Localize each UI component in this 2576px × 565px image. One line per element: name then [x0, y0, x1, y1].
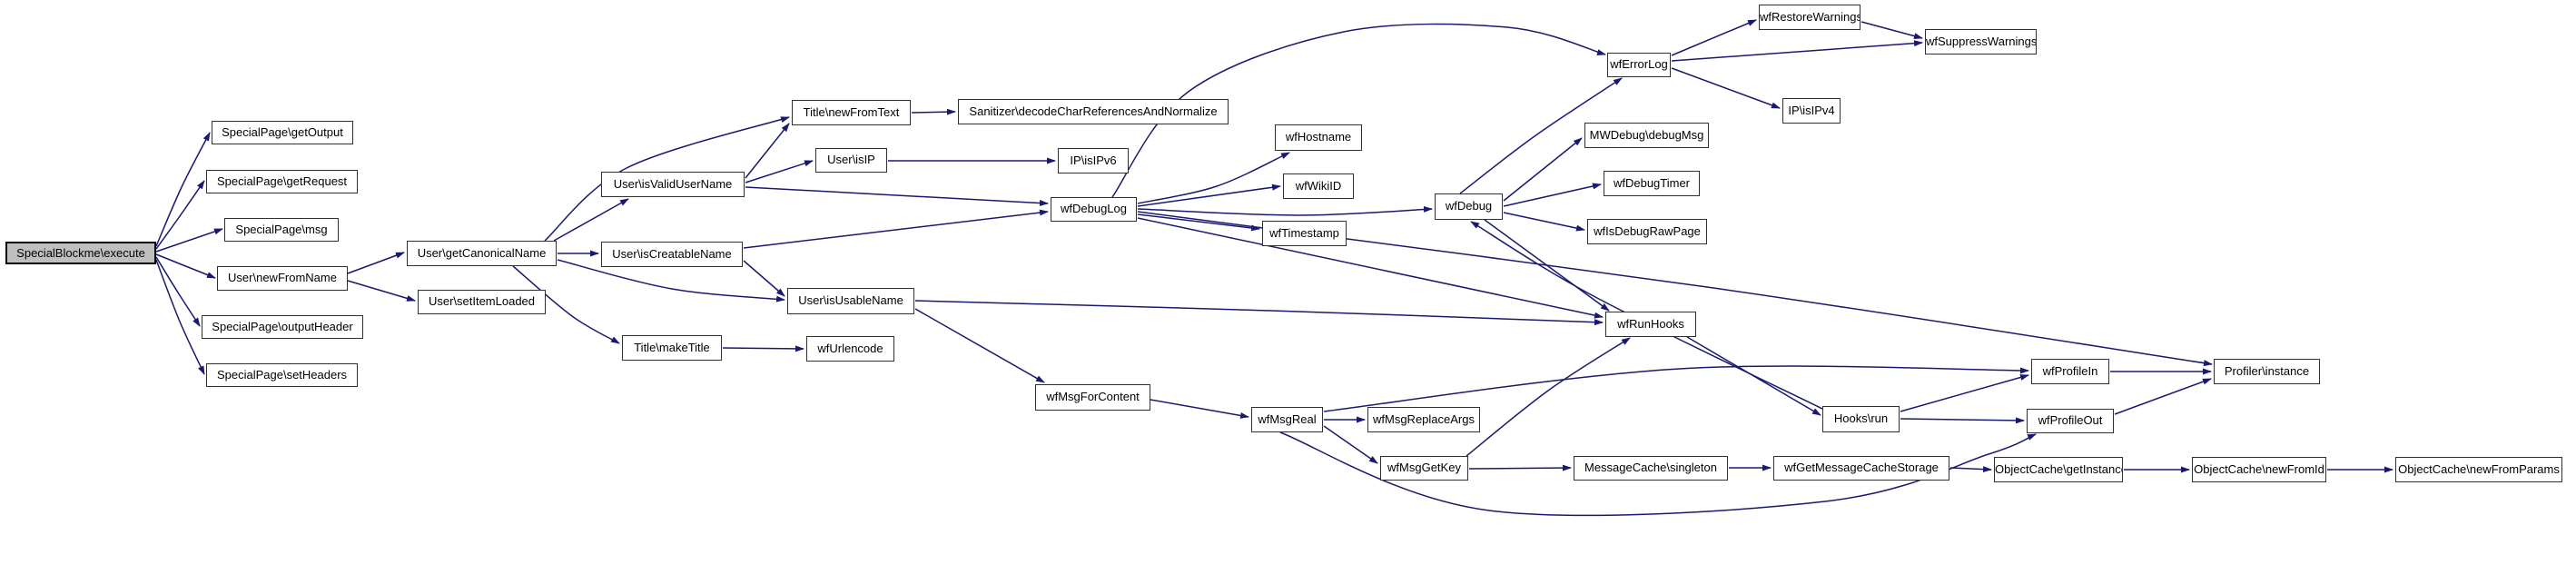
- edge-execute-newFromName: [155, 253, 216, 279]
- edge-hooksRun-profileOut: [1900, 417, 2025, 424]
- edge-msgForContent-msgReal: [1150, 399, 1249, 419]
- edge-newFromName-setItemLoaded: [347, 280, 416, 302]
- edge-debugLog-wikiID: [1137, 183, 1281, 207]
- graph-node-objectCacheNewFromParams[interactable]: ObjectCache\newFromParams: [2395, 457, 2562, 482]
- edge-debug-runHooks: [1484, 219, 1610, 312]
- graph-node-isIPv4[interactable]: IP\isIPv4: [1782, 98, 1841, 124]
- edge-msgReal-msgGetKey: [1323, 425, 1378, 464]
- graph-node-hostname[interactable]: wfHostname: [1275, 124, 1362, 151]
- graph-node-objectCacheGetInstance[interactable]: ObjectCache\getInstance: [1994, 457, 2123, 482]
- graph-node-makeTitle[interactable]: Title\makeTitle: [622, 335, 722, 361]
- graph-node-getCanonicalName[interactable]: User\getCanonicalName: [407, 241, 557, 266]
- graph-node-msgForContent[interactable]: wfMsgForContent: [1035, 384, 1150, 411]
- graph-node-debugLog[interactable]: wfDebugLog: [1051, 197, 1137, 222]
- edge-newFromText-sanitizer: [911, 108, 956, 115]
- graph-node-isDebugRawPage[interactable]: wfIsDebugRawPage: [1587, 219, 1707, 244]
- edge-isCreatableName-isUsableName: [743, 260, 785, 297]
- edge-execute-getOutput: [155, 132, 211, 247]
- graph-node-sanitizer[interactable]: Sanitizer\decodeCharReferencesAndNormali…: [958, 99, 1229, 124]
- edge-isValidUserName-debugLog: [745, 186, 1049, 207]
- edge-execute-msg: [155, 228, 223, 253]
- graph-node-newFromName[interactable]: User\newFromName: [217, 266, 348, 291]
- edge-hooksRun-profileIn: [1900, 374, 2029, 412]
- edge-newFromName-getCanonicalName: [347, 252, 405, 274]
- edge-group: [155, 19, 2393, 517]
- edge-isUsableName-msgForContent: [914, 308, 1045, 383]
- graph-node-isValidUserName[interactable]: User\isValidUserName: [601, 172, 745, 197]
- edge-execute-setHeaders: [155, 259, 205, 375]
- graph-node-execute[interactable]: SpecialBlockme\execute: [5, 242, 156, 264]
- graph-node-outputHeader[interactable]: SpecialPage\outputHeader: [202, 315, 363, 339]
- graph-node-hooksRun[interactable]: Hooks\run: [1822, 406, 1900, 432]
- edge-msgGetKey-runHooks: [1466, 337, 1631, 457]
- edge-isValidUserName-isIP: [745, 160, 814, 183]
- edge-debugLog-debug: [1137, 205, 1433, 216]
- edge-getCanonicalName-newFromText: [544, 116, 790, 242]
- graph-node-newFromText[interactable]: Title\newFromText: [792, 100, 911, 125]
- graph-node-setHeaders[interactable]: SpecialPage\setHeaders: [206, 363, 358, 387]
- edge-getMessageCacheStorage-objectCacheGetInstance: [1949, 466, 1992, 473]
- edge-isValidUserName-newFromText: [745, 123, 790, 179]
- graph-node-timestamp[interactable]: wfTimestamp: [1262, 221, 1347, 246]
- graph-node-getRequest[interactable]: SpecialPage\getRequest: [206, 170, 358, 193]
- edge-errorLog-suppressWarnings: [1671, 40, 1923, 62]
- edge-debug-mwdebugMsg: [1503, 137, 1583, 202]
- graph-node-objectCacheNewFromId[interactable]: ObjectCache\newFromId: [2192, 457, 2326, 482]
- graph-node-debugTimer[interactable]: wfDebugTimer: [1604, 171, 1700, 196]
- edge-execute-getRequest: [155, 180, 205, 250]
- graph-node-urlencode[interactable]: wfUrlencode: [806, 336, 894, 362]
- graph-node-getOutput[interactable]: SpecialPage\getOutput: [212, 121, 353, 144]
- edge-execute-outputHeader: [155, 256, 201, 327]
- edge-debugLog-hostname: [1137, 152, 1290, 204]
- graph-node-isIP[interactable]: User\isIP: [815, 148, 887, 173]
- graph-node-messageCacheSingleton[interactable]: MessageCache\singleton: [1574, 456, 1728, 481]
- edge-isUsableName-runHooks: [914, 300, 1604, 326]
- edge-hooksRun-debug: [1470, 221, 1823, 410]
- graph-node-msg[interactable]: SpecialPage\msg: [224, 218, 339, 242]
- edge-debug-debugTimer: [1503, 183, 1602, 207]
- graph-node-profilerInstance[interactable]: Profiler\instance: [2214, 359, 2320, 384]
- graph-node-suppressWarnings[interactable]: wfSuppressWarnings: [1925, 29, 2037, 55]
- graph-node-errorLog[interactable]: wfErrorLog: [1607, 53, 1671, 77]
- graph-node-isUsableName[interactable]: User\isUsableName: [787, 288, 914, 314]
- edge-profileOut-profilerInstance: [2114, 378, 2212, 415]
- edge-msgGetKey-messageCacheSingleton: [1468, 464, 1572, 471]
- graph-node-msgReplaceArgs[interactable]: wfMsgReplaceArgs: [1367, 407, 1480, 432]
- graph-node-wikiID[interactable]: wfWikiID: [1283, 173, 1354, 199]
- graph-node-msgGetKey[interactable]: wfMsgGetKey: [1380, 456, 1468, 481]
- edge-getCanonicalName-makeTitle: [512, 265, 620, 344]
- edge-debug-errorLog: [1459, 77, 1623, 194]
- edge-isCreatableName-debugLog: [743, 209, 1049, 249]
- graph-node-debug[interactable]: wfDebug: [1435, 193, 1503, 220]
- graph-node-mwdebugMsg[interactable]: MWDebug\debugMsg: [1584, 123, 1709, 148]
- graph-node-runHooks[interactable]: wfRunHooks: [1605, 312, 1696, 337]
- edge-makeTitle-urlencode: [722, 345, 804, 352]
- edge-msgReal-profileIn: [1323, 365, 2029, 412]
- edge-getCanonicalName-isUsableName: [557, 259, 785, 302]
- edge-errorLog-restoreWarnings: [1671, 19, 1757, 56]
- edge-debug-isDebugRawPage: [1503, 212, 1585, 232]
- edge-errorLog-isIPv4: [1671, 67, 1781, 109]
- graph-node-isCreatableName[interactable]: User\isCreatableName: [601, 242, 743, 267]
- graph-node-msgReal[interactable]: wfMsgReal: [1251, 407, 1323, 432]
- edge-debugLog-timestamp: [1137, 213, 1260, 232]
- graph-node-profileIn[interactable]: wfProfileIn: [2031, 359, 2109, 384]
- edge-getCanonicalName-isValidUserName: [553, 198, 629, 242]
- graph-node-getMessageCacheStorage[interactable]: wfGetMessageCacheStorage: [1773, 456, 1949, 481]
- graph-node-isIPv6[interactable]: IP\isIPv6: [1058, 148, 1129, 173]
- edge-debugLog-runHooks: [1137, 217, 1604, 319]
- edge-restoreWarnings-suppressWarnings: [1860, 21, 1923, 40]
- graph-node-setItemLoaded[interactable]: User\setItemLoaded: [418, 290, 546, 314]
- edge-msgReal-profileOut: [1279, 431, 2037, 517]
- graph-node-restoreWarnings[interactable]: wfRestoreWarnings: [1759, 5, 1860, 30]
- graph-node-profileOut[interactable]: wfProfileOut: [2027, 409, 2114, 433]
